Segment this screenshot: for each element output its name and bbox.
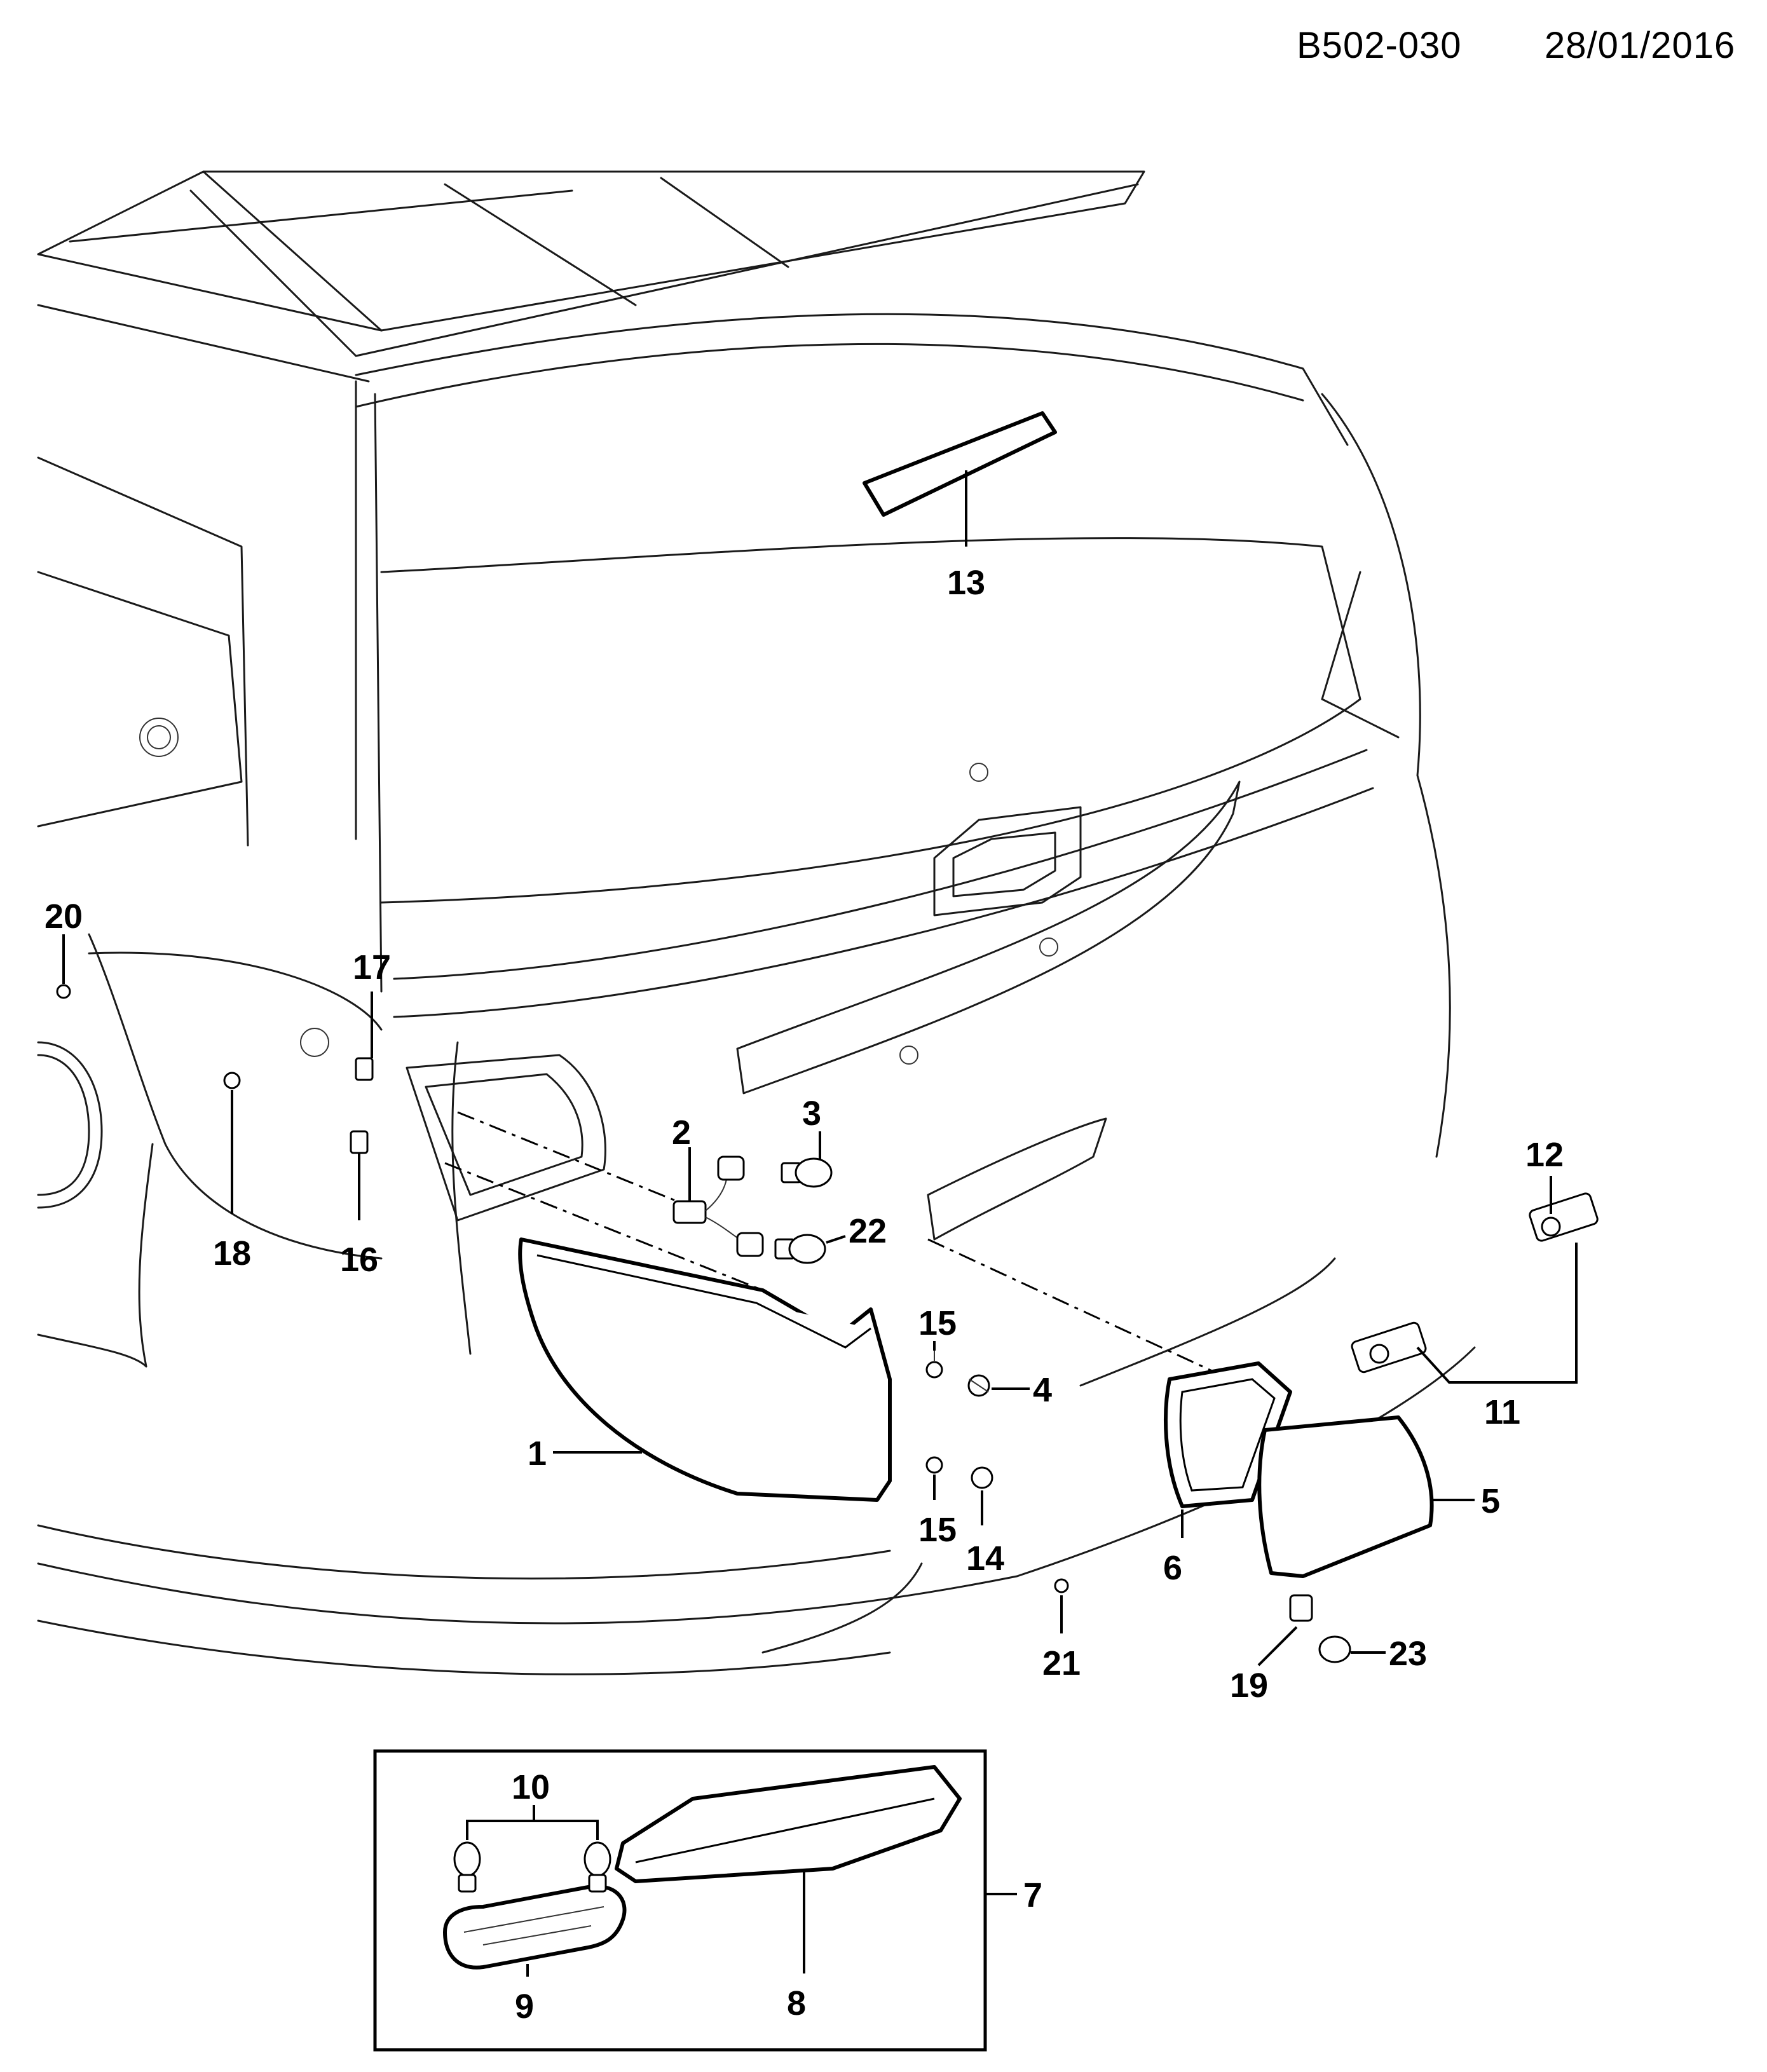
callout-21: 21: [1042, 1644, 1081, 1682]
part-2-socket-wiring-harness[interactable]: [672, 1155, 764, 1257]
part-21-screw[interactable]: [1054, 1578, 1069, 1593]
callout-9: 9: [515, 1987, 534, 2026]
callout-4: 4: [1033, 1371, 1052, 1409]
part-4-nut[interactable]: [967, 1374, 990, 1397]
part-15-screw-upper[interactable]: [925, 1347, 943, 1379]
part-19-socket[interactable]: [1289, 1594, 1313, 1622]
part-13-high-mount-stop-lamp[interactable]: [863, 411, 1057, 517]
callout-10: 10: [512, 1768, 550, 1806]
callout-12: 12: [1525, 1136, 1564, 1174]
part-15-screw-lower[interactable]: [925, 1456, 943, 1474]
inset-box-part-7: [373, 1749, 987, 2052]
callout-23: 23: [1389, 1635, 1427, 1673]
callout-18: 18: [213, 1234, 251, 1272]
leader-10: [466, 1805, 599, 1840]
part-8-lamp-lens[interactable]: [615, 1765, 962, 1883]
assembly-line-2: [444, 1162, 763, 1292]
callout-5: 5: [1481, 1482, 1500, 1520]
callout-15-lower: 15: [918, 1511, 957, 1549]
part-23-bulb[interactable]: [1318, 1635, 1351, 1663]
part-14-nut[interactable]: [971, 1466, 993, 1489]
diagram-date: 28/01/2016: [1545, 25, 1736, 66]
part-5-inner-tail-lamp[interactable]: [1257, 1415, 1434, 1578]
callout-8: 8: [787, 1984, 806, 2022]
callout-11: 11: [1484, 1393, 1520, 1431]
vehicle-rear-body: [37, 170, 1476, 1675]
part-10-bulbs[interactable]: [453, 1841, 611, 1893]
part-18-clip[interactable]: [223, 1072, 241, 1089]
callout-17: 17: [353, 948, 391, 986]
part-12-license-lamp-bulb[interactable]: [1529, 1192, 1599, 1242]
callout-7: 7: [1023, 1876, 1042, 1914]
part-9-circuit-board[interactable]: [443, 1885, 627, 1970]
leader-11: [1416, 1243, 1578, 1384]
callout-19: 19: [1230, 1666, 1268, 1705]
part-20-clip[interactable]: [56, 984, 71, 999]
callout-15-upper: 15: [918, 1304, 957, 1342]
part-16-retainer[interactable]: [350, 1130, 369, 1154]
callout-1: 1: [528, 1435, 547, 1473]
callout-20: 20: [44, 897, 83, 936]
part-17-retainer[interactable]: [355, 1057, 374, 1081]
assembly-line-1: [457, 1111, 693, 1209]
part-3-bulb[interactable]: [781, 1157, 833, 1188]
callout-2: 2: [672, 1114, 691, 1152]
leader-22: [826, 1235, 846, 1244]
callout-6: 6: [1163, 1549, 1182, 1587]
callout-22: 22: [849, 1212, 887, 1250]
callout-13: 13: [947, 564, 985, 602]
callout-16: 16: [340, 1241, 378, 1279]
part-11-license-lamp[interactable]: [1351, 1321, 1427, 1373]
part-1-tail-lamp-assembly[interactable]: [518, 1237, 892, 1502]
callout-3: 3: [802, 1094, 821, 1133]
part-22-bulb[interactable]: [774, 1234, 826, 1264]
diagram-code: B502-030: [1297, 25, 1462, 66]
leader-19: [1257, 1626, 1298, 1666]
callout-14: 14: [966, 1539, 1004, 1578]
